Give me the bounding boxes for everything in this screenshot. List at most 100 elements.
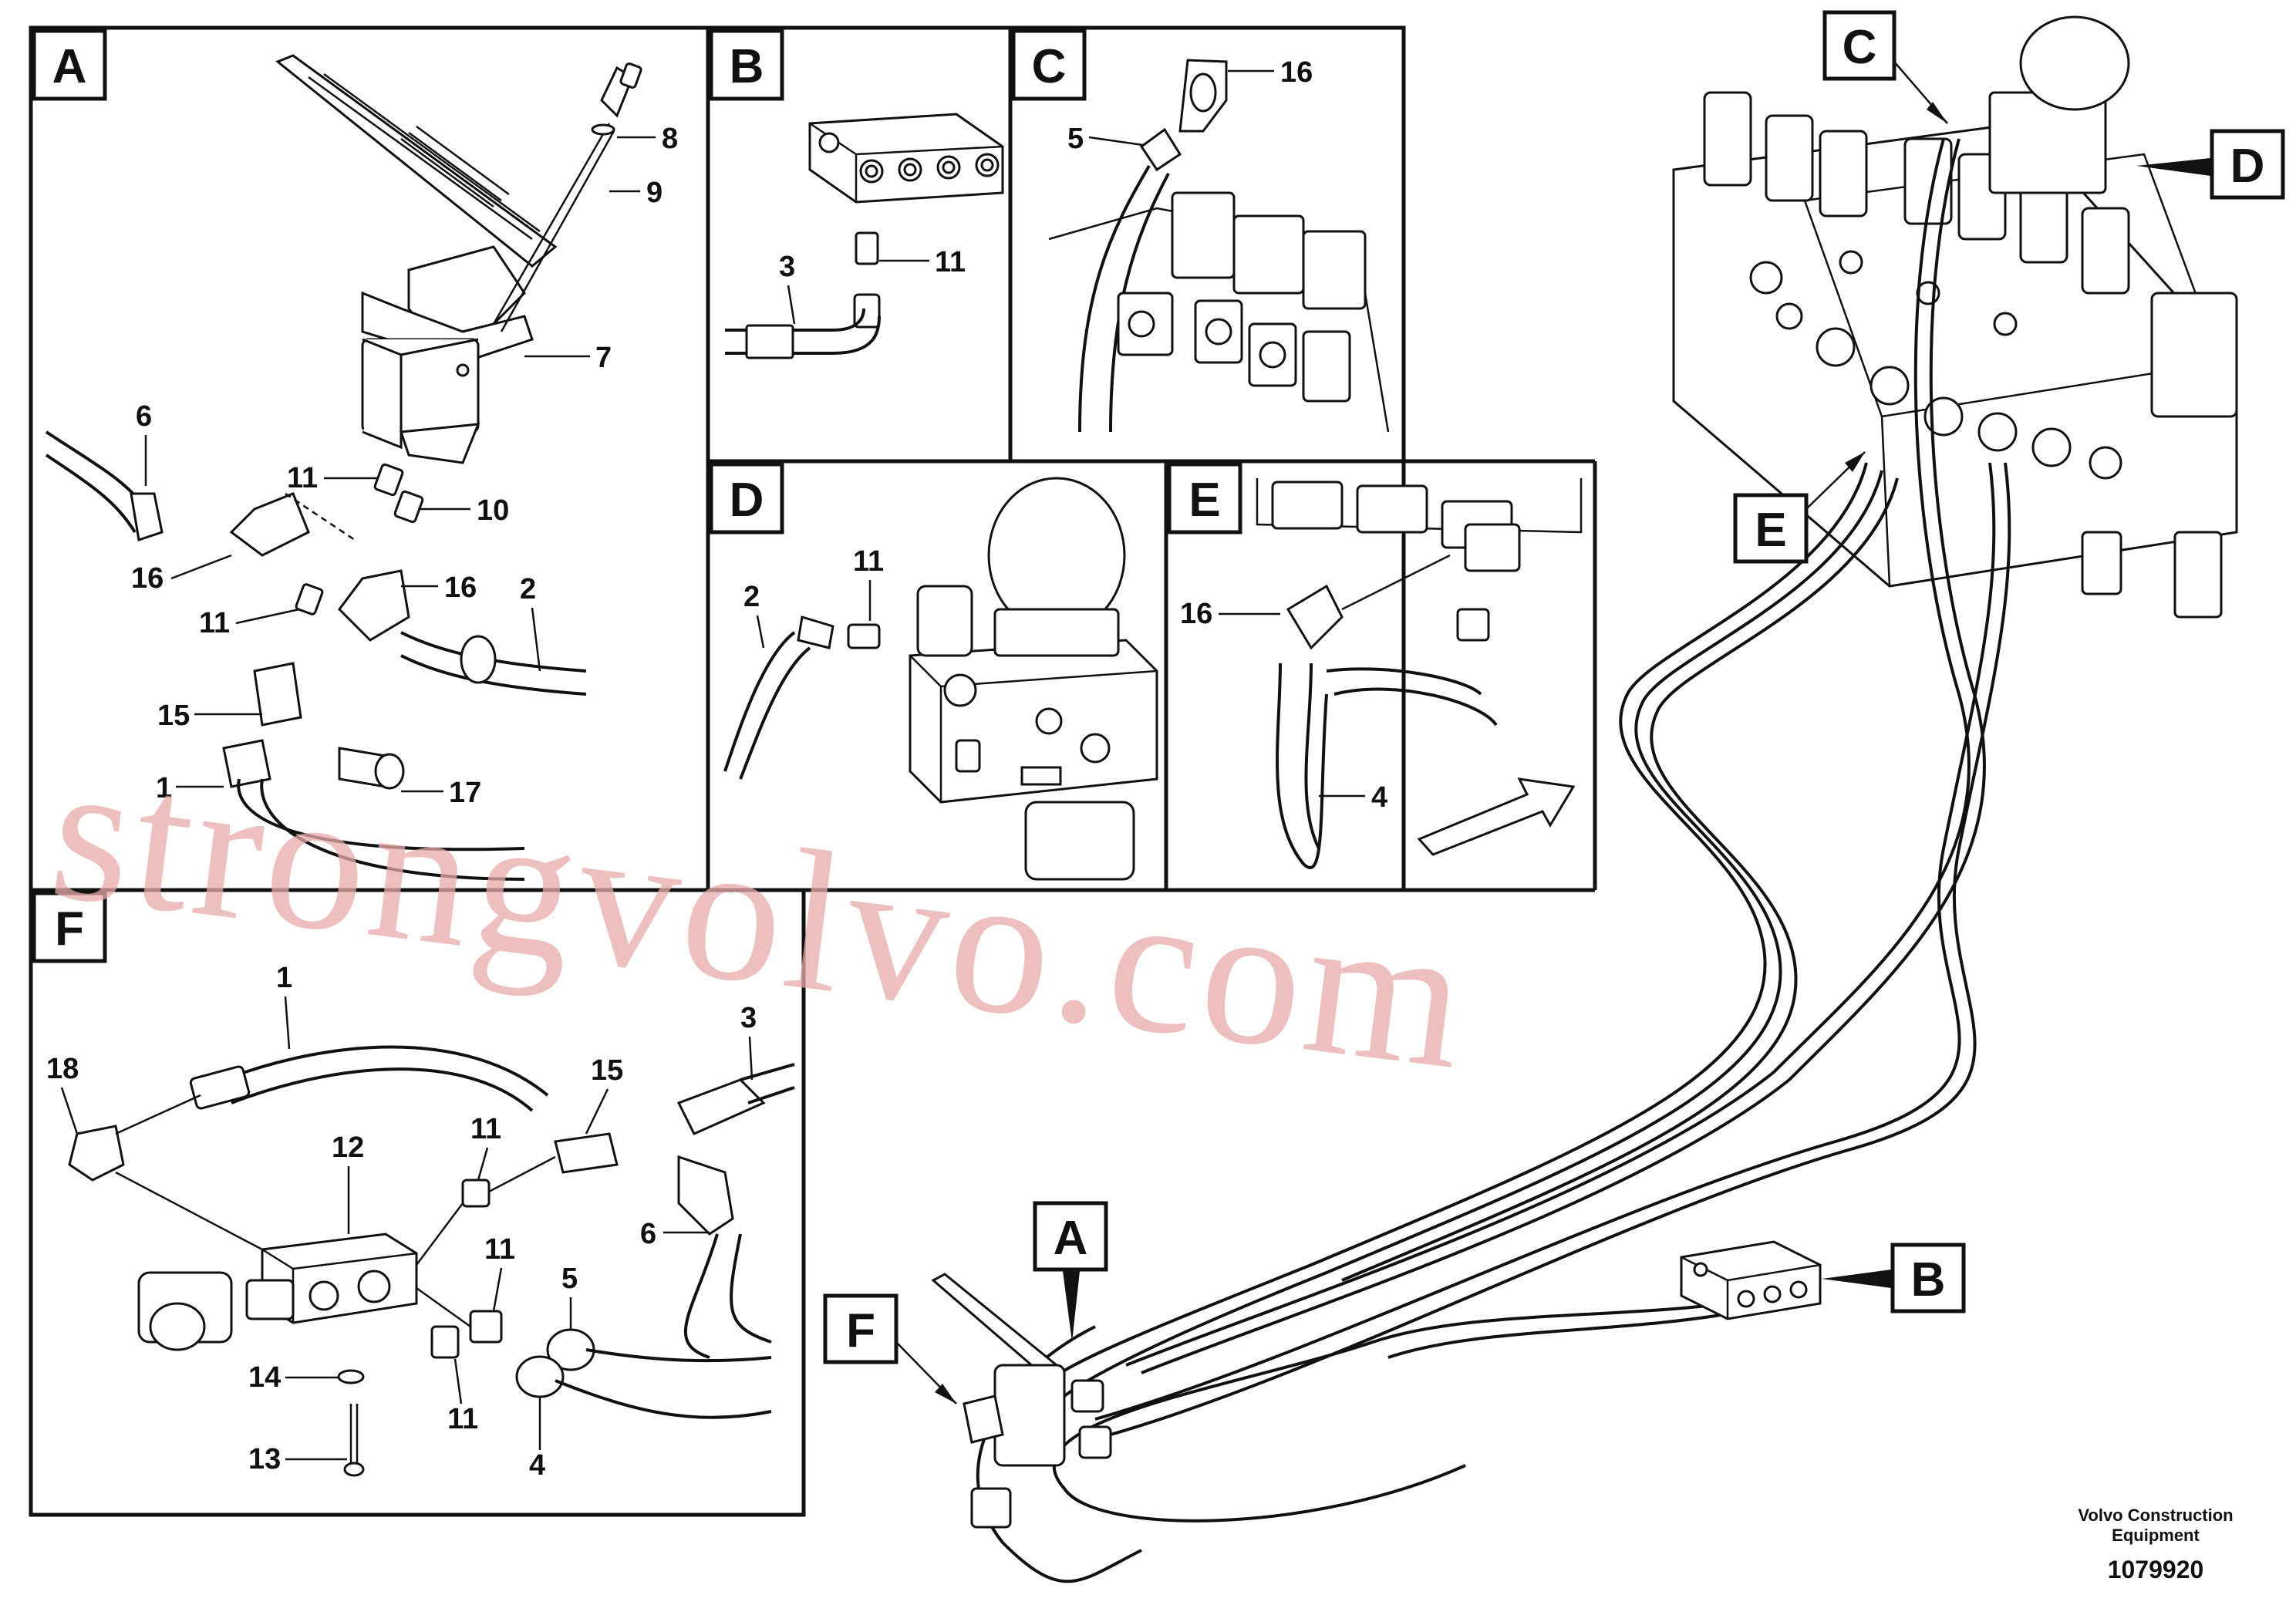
overview-label-c: C [1822, 10, 1948, 124]
fitting-11-f-upper [461, 1179, 491, 1208]
callout-a-6: 6 [136, 400, 152, 433]
callout-f-11-upper: 11 [470, 1113, 501, 1145]
panel-d-label: D [730, 474, 764, 527]
overview-accumulator [2019, 15, 2130, 111]
elbow-6-f [677, 1155, 734, 1236]
overview-callouts: C D E B A F [823, 10, 2285, 1404]
overview-hoses [976, 138, 2011, 1583]
callout-f-11-lower: 11 [447, 1403, 478, 1435]
panel-a-drawing [45, 54, 642, 881]
nut-4 [515, 1355, 565, 1398]
callout-f-6: 6 [640, 1218, 656, 1250]
elbow-16-right [338, 569, 410, 642]
overview-label-c-text: C [1843, 21, 1877, 74]
overview-label-f: F [823, 1293, 957, 1404]
panel-b-callouts: 3 11 [779, 246, 966, 325]
callout-f-13: 13 [248, 1443, 281, 1475]
panel-f-drawing [68, 1045, 795, 1477]
tee-15 [253, 662, 302, 727]
control-valve-bank [1672, 15, 2238, 619]
watermark-text: strongvolvo.com [41, 718, 1480, 1112]
callout-a-9: 9 [646, 177, 663, 209]
direction-arrow [1417, 777, 1576, 856]
drawing-number: 1079920 [2108, 1556, 2204, 1583]
callout-f-14: 14 [248, 1361, 281, 1394]
overview-drawing [931, 15, 2238, 1583]
overview-label-b-text: B [1911, 1253, 1946, 1307]
callout-a-16-right: 16 [444, 572, 477, 604]
panel-e-drawing [1256, 478, 1583, 869]
elbow-16-e [1286, 584, 1344, 650]
panel-e-label: E [1188, 474, 1220, 527]
panel-c-callouts: 16 5 [1067, 56, 1313, 155]
panel-d-drawing [723, 477, 1158, 881]
callout-a-15: 15 [157, 700, 190, 732]
panel-f-label: F [55, 902, 84, 956]
panel-e-callouts: 16 4 [1180, 598, 1387, 814]
overview-label-f-text: F [846, 1304, 875, 1357]
callout-f-3: 3 [740, 1002, 757, 1034]
callout-a-11-upper: 11 [287, 462, 318, 494]
callout-e-16: 16 [1180, 598, 1212, 630]
overview-label-a: A [1033, 1201, 1108, 1342]
panel-c-label: C [1032, 40, 1067, 93]
overview-label-d-text: D [2230, 140, 2265, 193]
panel-f-callouts: 1 3 18 15 11 12 6 11 5 14 11 4 13 [46, 962, 757, 1482]
overview-label-b: B [1822, 1243, 1966, 1313]
callout-c-16: 16 [1280, 56, 1313, 89]
fitting-11-b [855, 231, 879, 265]
callout-f-18: 18 [46, 1053, 79, 1085]
callout-a-1: 1 [156, 772, 172, 804]
callout-a-7: 7 [595, 342, 612, 374]
overview-block-b [1680, 1240, 1822, 1320]
callout-d-11: 11 [853, 545, 884, 578]
tee-15-f [554, 1132, 619, 1174]
callout-e-4: 4 [1371, 781, 1387, 814]
callout-b-11: 11 [935, 246, 966, 278]
panel-letter-f: F [32, 891, 107, 963]
callout-a-17: 17 [449, 777, 481, 809]
panel-b-drawing [725, 113, 1004, 359]
elbow-18 [68, 1125, 125, 1182]
panel-letter-b: B [709, 29, 784, 101]
callout-a-11-lower: 11 [199, 607, 230, 639]
overview-label-e-text: E [1755, 504, 1786, 557]
panel-a-label: A [52, 40, 87, 93]
panel-letter-a: A [32, 29, 107, 101]
callout-f-15: 15 [591, 1054, 623, 1087]
panel-frames [29, 25, 1597, 1517]
callout-f-12: 12 [332, 1131, 364, 1164]
distribution-block [808, 113, 1004, 204]
overview-label-e: E [1733, 451, 1866, 564]
valve-sections-c [1117, 191, 1367, 403]
callout-f-1: 1 [276, 962, 292, 994]
panel-c-drawing [1048, 59, 1390, 433]
bolt-13 [343, 1462, 365, 1477]
panel-a-fittings [222, 463, 424, 790]
panel-a-callouts: 8 9 7 6 11 10 16 11 16 2 15 17 1 [131, 123, 678, 809]
panel-letter-e: E [1167, 462, 1242, 534]
callout-a-2: 2 [520, 573, 536, 605]
callout-b-3: 3 [779, 251, 795, 283]
callout-a-8: 8 [662, 123, 678, 155]
panel-f-frame [29, 888, 806, 1517]
footer-company-line2: Equipment [2112, 1526, 2200, 1545]
footer: Volvo Construction Equipment 1079920 [2078, 1506, 2233, 1583]
washer-14 [337, 1369, 365, 1384]
elbow-16-left [229, 492, 310, 557]
overview-pedal [931, 1273, 1112, 1529]
callout-a-10: 10 [477, 494, 509, 527]
callout-f-4: 4 [529, 1449, 545, 1482]
callout-c-5: 5 [1067, 123, 1084, 155]
panel-letter-c: C [1011, 29, 1087, 101]
overview-label-a-text: A [1054, 1212, 1088, 1265]
overview-label-d: D [2136, 129, 2285, 200]
panel-letter-d: D [709, 462, 784, 534]
callout-f-5: 5 [561, 1263, 578, 1295]
footer-company-line1: Volvo Construction [2078, 1506, 2233, 1525]
solenoid-d [916, 585, 973, 657]
panel-d-callouts: 11 2 [743, 545, 884, 649]
fitting-11-d [847, 623, 881, 649]
callout-f-11-mid: 11 [484, 1233, 515, 1266]
